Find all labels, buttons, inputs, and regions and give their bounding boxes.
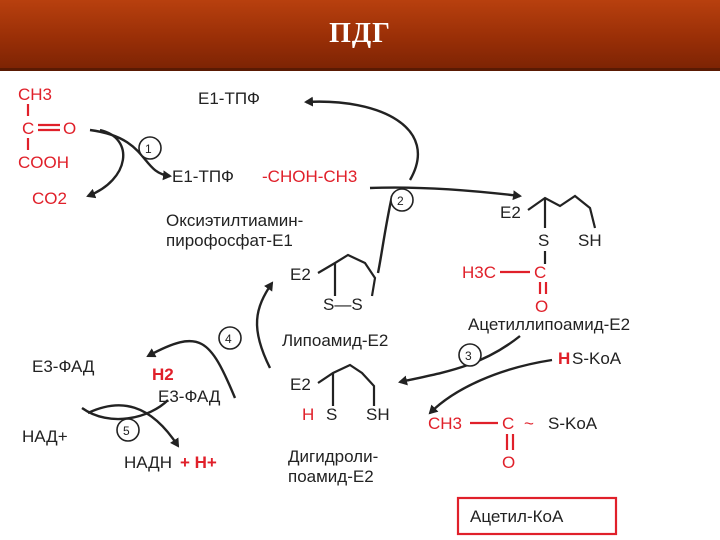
acetyllipo-name: Ацетиллипоамид-E2: [468, 315, 630, 334]
acetyllipo-o: O: [535, 297, 548, 316]
nad-label: НАД+: [22, 427, 68, 446]
co2-release-arrow: [86, 128, 125, 199]
hs-coa-label: S-KoA: [572, 349, 622, 368]
lipoamide-to-step2-arrow: [376, 195, 394, 274]
step-5-circle: [116, 418, 140, 442]
lipoyl-chain: [317, 253, 377, 297]
hydroxyethyl-tpp-name-line1: Оксиэтилтиамин-: [166, 211, 303, 230]
acetyl-coa-box: [456, 496, 618, 536]
step-2-circle: [390, 188, 414, 212]
nadh-label: НАДН: [124, 453, 172, 472]
co2-label: CO2: [32, 189, 67, 208]
dihydro-name-line1: Дигидроли-: [288, 447, 378, 466]
step-4-label: 4: [225, 332, 232, 346]
lipoamide-name: Липоамид-E2: [282, 331, 388, 350]
lipoamide-e2: E2: [290, 265, 311, 284]
pyruvate-c: C: [22, 119, 34, 138]
fadh2-oxidation-line: [81, 399, 169, 421]
hydroxyethyl-tpp-name-line2: пирофосфат-E1: [166, 231, 293, 250]
dihydro-name-line2: поамид-E2: [288, 467, 374, 486]
step-3-circle: [458, 343, 482, 367]
step-2-label: 2: [397, 194, 404, 208]
acetylcoa-c: C: [502, 414, 514, 433]
hydroxyethyl-group: -CHOH-CH3: [262, 167, 357, 186]
acetylcoa-ch3: CH3: [428, 414, 462, 433]
step-5-label: 5: [123, 424, 130, 438]
acetyllipo-sh: SH: [578, 231, 602, 250]
acetylcoa-tilde: ~: [524, 414, 534, 433]
pdh-diagram: CH3 C O COOH CO2 1 E1-ТПФ E1-ТПФ -CHOH-C…: [18, 85, 630, 536]
acetyllipo-to-dihydro-arrow: [398, 335, 521, 386]
lipoamide: E2 S—S Липоамид-E2: [282, 253, 388, 350]
step-4-circle: [218, 326, 242, 350]
nadh-formation-arrow: [87, 404, 180, 448]
acetyl-coa-product-label: Ацетил-КоА: [470, 507, 564, 526]
acetyl-coa-structure: CH3 C ~ S-KoA O: [428, 414, 598, 472]
step-3-label: 3: [465, 349, 472, 363]
dihydro-h: H: [302, 405, 314, 424]
dihydro-e2: E2: [290, 375, 311, 394]
slide-header: ПДГ: [0, 0, 720, 71]
e1-tpf-bound-label: E1-ТПФ: [172, 167, 234, 186]
e3-fadh2-label: E3-ФАД: [32, 357, 95, 376]
dihydro-to-lipoamide-arrow: [255, 281, 274, 369]
dihydrolipoamide: E2 H S SH Дигидроли- поамид-E2: [288, 363, 390, 486]
step-1-circle: [138, 136, 162, 160]
acetyllipo-h3c: H3C: [462, 263, 496, 282]
coa-transfer-arrow: [428, 358, 553, 415]
acetyllipo-e2: E2: [500, 203, 521, 222]
pyruvate-o: O: [63, 119, 76, 138]
step-1-label: 1: [145, 142, 152, 156]
acetylcoa-o: O: [502, 453, 515, 472]
nadh-plus-h: + H+: [180, 453, 217, 472]
e3-fad-label: E3-ФАД: [158, 387, 221, 406]
pyruvate-ch3: CH3: [18, 85, 52, 104]
acetyllipo-c: C: [534, 263, 546, 282]
to-acetyllipoamide-arrow: [369, 186, 522, 201]
pyruvate-cooh: COOH: [18, 153, 69, 172]
e1-tpf-label: E1-ТПФ: [198, 89, 260, 108]
dihydro-sh: SH: [366, 405, 390, 424]
pyruvate: CH3 C O COOH CO2: [18, 85, 76, 208]
dihydro-s: S: [326, 405, 337, 424]
acetylcoa-s-coa: S-KoA: [548, 414, 598, 433]
fadh2-h2: H2: [152, 365, 174, 384]
e1-regeneration-arrow: [304, 96, 420, 181]
lipoyl-chain: [317, 363, 376, 406]
acetyllipoamide: E2 S SH H3C C O Ацетиллипоамид-E2: [462, 194, 630, 334]
lipoamide-ss: S—S: [323, 295, 363, 314]
lipoyl-chain: [527, 194, 597, 229]
fad-reduction-arrow: [146, 339, 237, 399]
acetyllipo-s: S: [538, 231, 549, 250]
slide-title: ПДГ: [329, 18, 391, 49]
hs-coa-h: H: [558, 349, 570, 368]
